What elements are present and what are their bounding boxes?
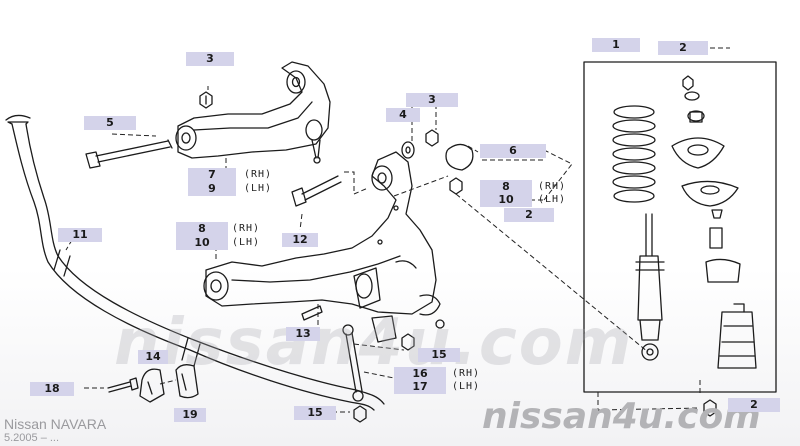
callout-2[interactable]: 2 — [658, 41, 708, 55]
bolt-12 — [301, 175, 342, 201]
callout-8[interactable]: 8 — [176, 222, 228, 236]
side-rh-7: (RH) — [244, 169, 273, 180]
side-lh-10-left: (LH) — [232, 237, 261, 248]
callout-6[interactable]: 6 — [480, 144, 546, 158]
callout-16[interactable]: 16 — [394, 367, 446, 381]
callout-3[interactable]: 3 — [406, 93, 458, 107]
side-lh-9: (LH) — [244, 183, 273, 194]
callout-5[interactable]: 5 — [84, 116, 136, 130]
watermark: nissan4u.com — [114, 306, 634, 380]
callout-7[interactable]: 7 — [188, 168, 236, 182]
callout-19[interactable]: 19 — [174, 408, 206, 422]
callout-13[interactable]: 13 — [286, 327, 320, 341]
callout-2[interactable]: 2 — [504, 208, 554, 222]
strut — [635, 213, 665, 361]
shock-absorber-box — [583, 61, 777, 393]
callout-4[interactable]: 4 — [386, 108, 420, 122]
callout-9[interactable]: 9 — [188, 182, 236, 196]
side-rh-16: (RH) — [452, 368, 481, 379]
callout-15[interactable]: 15 — [294, 406, 336, 420]
callout-18[interactable]: 18 — [30, 382, 74, 396]
callout-2[interactable]: 2 — [728, 398, 780, 412]
side-lh-10-right: (LH) — [538, 194, 567, 205]
connecting-rod — [345, 332, 363, 393]
production-date: 5.2005 – ... — [4, 432, 60, 444]
snap-ring-6 — [445, 143, 474, 171]
bolt-5 — [95, 140, 171, 163]
bump-stop-boot — [717, 311, 757, 369]
bolt-18 — [107, 381, 132, 393]
upper-link — [177, 61, 331, 159]
callout-14[interactable]: 14 — [138, 350, 168, 364]
callout-8[interactable]: 8 — [480, 180, 532, 194]
coil-spring — [612, 105, 656, 203]
callout-11[interactable]: 11 — [58, 228, 102, 242]
model-name: Nissan NAVARA — [4, 416, 107, 432]
callout-12[interactable]: 12 — [282, 233, 318, 247]
side-rh-8-left: (RH) — [232, 223, 261, 234]
callout-10[interactable]: 10 — [176, 236, 228, 250]
callout-17[interactable]: 17 — [394, 380, 446, 394]
callout-3[interactable]: 3 — [186, 52, 234, 66]
side-lh-17: (LH) — [452, 381, 481, 392]
clamp-14 — [139, 368, 165, 403]
stabilizer-bar — [11, 123, 375, 411]
callout-10[interactable]: 10 — [480, 193, 532, 207]
site-brand: nissan4u.com — [482, 396, 761, 437]
callout-15[interactable]: 15 — [418, 348, 460, 362]
side-rh-8-right: (RH) — [538, 181, 567, 192]
callout-1[interactable]: 1 — [592, 38, 640, 52]
bushing-19 — [175, 364, 199, 399]
lower-link — [205, 151, 437, 315]
